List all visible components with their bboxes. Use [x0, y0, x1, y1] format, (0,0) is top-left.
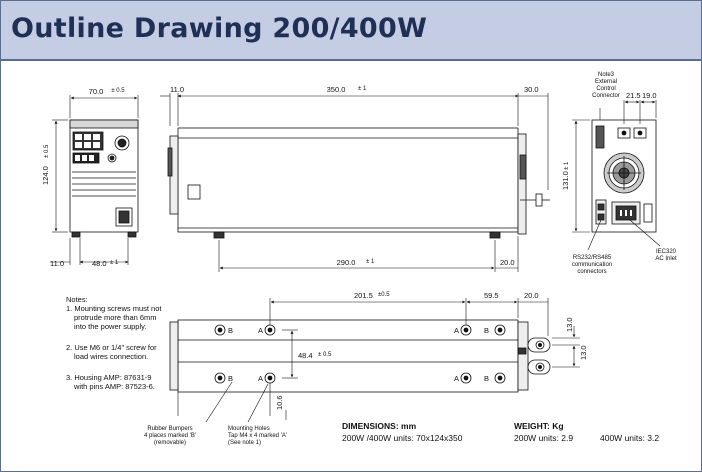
weight-400w: 400W units: 3.2: [600, 433, 659, 443]
note1-line2: protrude more than 6mm: [74, 313, 157, 322]
page-title: Outline Drawing 200/400W: [11, 13, 428, 44]
holes-line1: Mounting Holes: [228, 426, 270, 432]
label-rs232-l1: RS232/RS485: [573, 255, 612, 261]
dim-bottom-side-b: 13.0: [579, 345, 588, 360]
dim-rear-height: 131.0: [561, 171, 570, 190]
header-bar: Outline Drawing 200/400W: [1, 1, 701, 61]
note1-line1: 1. Mounting screws must not: [66, 304, 162, 313]
front-view: [69, 119, 139, 238]
dim-bottom-far-right: 20.0: [524, 291, 539, 300]
note1-line3: into the power supply.: [74, 322, 146, 331]
dimensions-title: DIMENSIONS: mm: [342, 421, 417, 431]
label-iec-l1: IEC320: [656, 249, 677, 255]
note2-line1: 2. Use M6 or 1/4" screw for: [66, 343, 157, 352]
notes-heading: Notes:: [66, 295, 88, 304]
dim-side-length: 350.0: [327, 85, 346, 94]
dim-front-height-tol: ± 0.5: [44, 144, 50, 158]
callouts-holes: Mounting Holes Tap M4 x 4 marked 'A' (Se…: [228, 426, 287, 446]
hole-label-a: A: [454, 326, 459, 335]
bottom-dims: [177, 298, 580, 423]
dim-front-bottom-left: 11.0: [50, 259, 64, 268]
holes-line2: Tap M4 x 4 marked 'A': [228, 433, 287, 439]
dim-bottom-edge: 10.6: [275, 395, 284, 410]
dim-rear-a: 21.5: [626, 91, 641, 100]
label-note3-l1: Note3: [598, 72, 615, 78]
bumpers-line3: (removable): [154, 440, 186, 446]
dim-bottom-top-tol: ±0.5: [378, 292, 390, 298]
label-note3-l2: External: [595, 79, 617, 85]
dim-side-length-tol: ± 1: [358, 86, 367, 92]
outline-drawing: 70.0 ± 0.5 124.0 ± 0.5 11.0 48.0 ± 1: [41, 72, 677, 446]
dim-bottom-spacing: 48.4: [298, 351, 313, 360]
dim-bottom-top: 201.5: [354, 291, 373, 300]
dim-bottom-side-a: 13.0: [565, 317, 574, 332]
hole-label-b: B: [484, 374, 489, 383]
dim-front-bottom-mid: 48.0: [92, 259, 107, 268]
dim-side-bottom-tol: ± 1: [366, 259, 375, 265]
rear-labels: Note3 External Control Connector RS232/R…: [572, 72, 677, 275]
dim-rear-height-tol: ± 1: [564, 161, 570, 170]
label-iec-l2: AC Inlet: [655, 256, 677, 262]
bottom-view: [169, 319, 551, 393]
side-body: [177, 127, 519, 233]
holes-line3: (See note 1): [228, 440, 261, 446]
weight-title: WEIGHT: Kg: [514, 421, 564, 431]
callouts: Rubber Bumpers 4 places marked 'B' (remo…: [144, 426, 196, 446]
weight-200w: 200W units: 2.9: [514, 433, 573, 443]
notes-block: Notes: 1. Mounting screws must not protr…: [66, 295, 162, 391]
hole-letters: B A A B B A A B: [228, 326, 489, 383]
dim-side-left: 11.0: [170, 85, 184, 94]
note3-line2: with pins AMP: 87523-6.: [73, 382, 155, 391]
dim-side-bottom-right: 20.0: [500, 258, 515, 267]
side-view: [167, 127, 550, 239]
label-note3-l4: Connector: [592, 93, 620, 99]
dim-front-width-tol: ± 0.5: [111, 88, 125, 94]
dim-front-width: 70.0: [89, 87, 104, 96]
note2-line2: load wires connection.: [74, 352, 148, 361]
label-rs232-l2: communication: [572, 262, 612, 268]
side-dims: [160, 93, 549, 272]
front-dims: [50, 95, 139, 265]
dimensions-text: 200W /400W units: 70x124x350: [342, 433, 463, 443]
hole-label-b: B: [228, 374, 233, 383]
bottom-holes: [214, 324, 506, 384]
hole-label-a: A: [258, 374, 263, 383]
bumpers-line2: 4 places marked 'B': [144, 433, 196, 439]
hole-label-a: A: [454, 374, 459, 383]
hole-label-b: B: [228, 326, 233, 335]
hole-label-a: A: [258, 326, 263, 335]
dim-side-bottom: 290.0: [337, 258, 356, 267]
note3-line1: 3. Housing AMP: 87631-9: [66, 373, 151, 382]
rear-dims: [572, 100, 661, 251]
label-note3-l3: Control: [596, 86, 615, 92]
specs-block: DIMENSIONS: mm 200W /400W units: 70x124x…: [342, 421, 659, 443]
rear-view: [591, 119, 657, 233]
hole-label-b: B: [484, 326, 489, 335]
dim-bottom-right: 59.5: [484, 291, 499, 300]
label-rs232-l3: connectors: [577, 269, 606, 275]
dim-bottom-spacing-tol: ± 0.5: [318, 352, 332, 358]
dim-rear-b: 19.0: [642, 91, 657, 100]
bumpers-line1: Rubber Bumpers: [147, 426, 192, 432]
dim-front-bottom-mid-tol: ± 1: [110, 260, 119, 266]
dim-front-height: 124.0: [41, 166, 50, 185]
dim-side-right: 30.0: [524, 85, 539, 94]
